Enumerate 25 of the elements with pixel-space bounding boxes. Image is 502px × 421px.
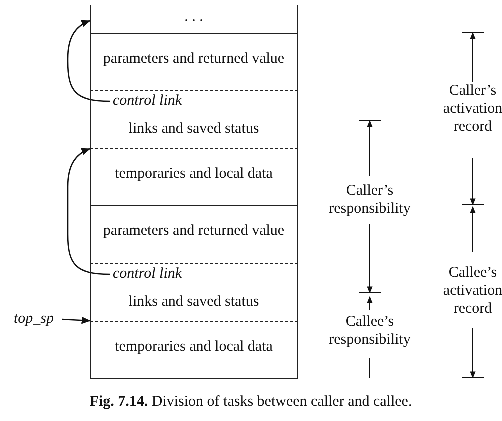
stack-cell (90, 321, 298, 379)
dimension-label: Caller’s activation record (442, 82, 502, 136)
stack-cell (90, 5, 298, 34)
cell-label: . . . (184, 9, 204, 26)
cell-label: temporaries and local data (114, 339, 274, 356)
stack-cell (90, 205, 298, 264)
arrow (67, 148, 110, 276)
stack-cell (90, 148, 298, 206)
cell-label: parameters and returned value (102, 51, 286, 68)
pointer-label: top_sp (14, 311, 54, 328)
figure-caption: Fig. 7.14. Division of tasks between caller and callee. (88, 394, 414, 411)
stack-cell (90, 263, 298, 322)
field-label: control link (113, 93, 182, 110)
cell-label: links and saved status (128, 121, 260, 138)
dimension-label: Callee’s responsibility (328, 313, 412, 349)
arrow (67, 20, 110, 102)
stack-cell (90, 90, 298, 149)
cell-label: temporaries and local data (114, 166, 274, 183)
arrow (62, 316, 91, 324)
field-label: control link (113, 266, 182, 283)
stack-cell (90, 33, 298, 91)
cell-label: links and saved status (128, 294, 260, 311)
dimension-label: Caller’s responsibility (328, 182, 412, 218)
dimension-label: Callee’s activation record (442, 264, 502, 318)
cell-label: parameters and returned value (102, 223, 286, 240)
